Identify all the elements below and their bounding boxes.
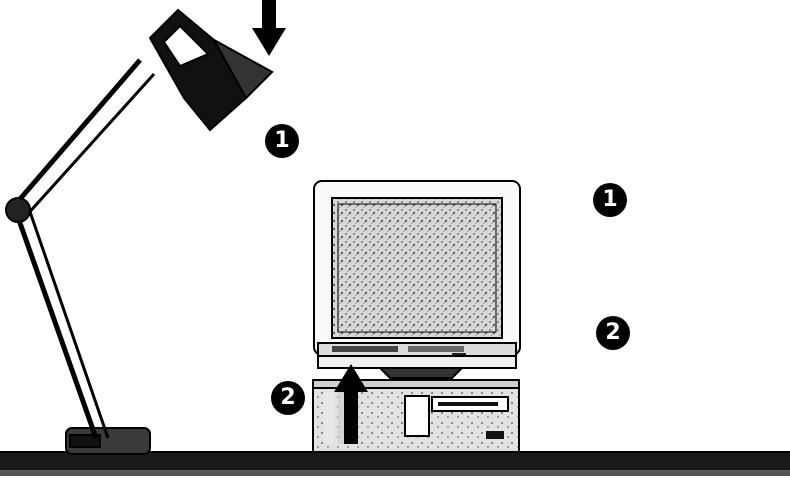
marker-2-right: 2 (596, 316, 630, 350)
up-arrow-icon (334, 364, 368, 444)
desk-lamp (5, 8, 274, 455)
marker-1-lamp: 1 (265, 124, 299, 158)
desk (0, 451, 790, 476)
monitor (313, 180, 521, 379)
down-arrow-icon (252, 0, 286, 56)
marker-1-right: 1 (593, 183, 627, 217)
marker-2-left: 2 (271, 381, 305, 415)
